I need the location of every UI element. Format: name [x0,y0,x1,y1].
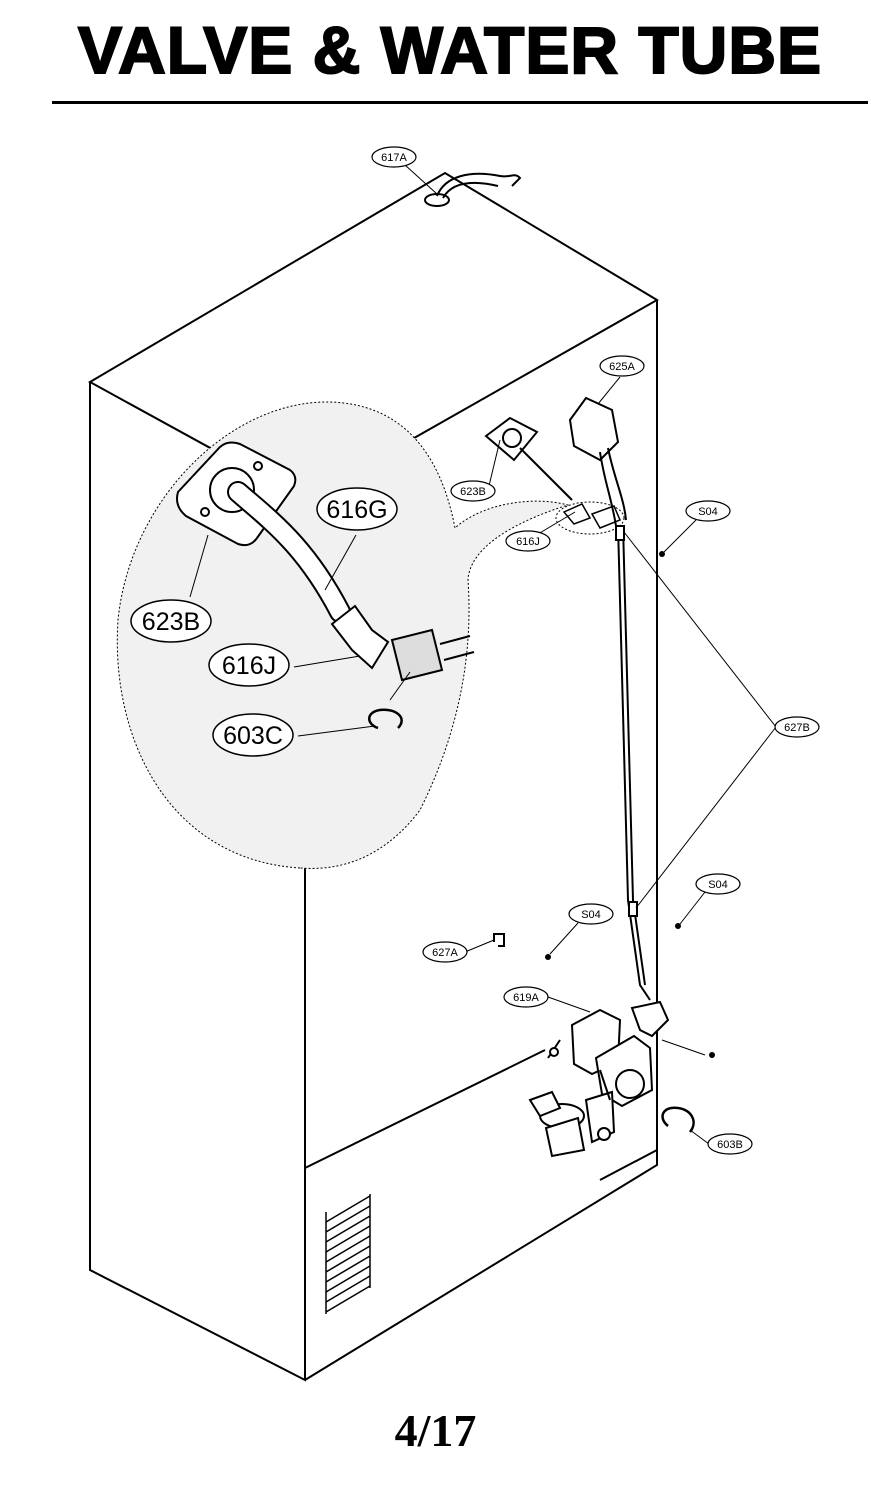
callout-s04-1-label: S04 [698,506,718,518]
callout-623b-small-label: 623B [460,486,486,498]
water-valve-619a [528,1000,670,1158]
tube-617a [424,172,522,207]
callout-619a: 619A [503,986,549,1008]
callout-627a-label: 627A [432,947,458,959]
callout-s04-2: S04 [695,873,741,895]
clip-603c-detail [368,708,403,730]
callout-s04-3: S04 [568,903,614,925]
page-number: 4/17 [394,1405,477,1456]
leader-lines [189,164,777,1145]
water-tube-627b [615,524,651,1001]
filter-625a [568,396,627,527]
vent-grille [325,1194,371,1314]
callout-603b: 603B [707,1133,753,1155]
callout-603b-label: 603B [717,1139,743,1151]
callout-s04-1: S04 [685,500,731,522]
callout-616g-large: 616G [316,487,398,531]
callout-619a-label: 619A [513,992,539,1004]
clip-603b [661,1106,695,1133]
callout-627b: 627B [774,716,820,738]
callout-616g-large-label: 616G [326,496,387,524]
bracket-623b [484,416,573,501]
screw-s04-2 [675,923,681,929]
screw-s04-1 [659,551,665,557]
callout-603c-large: 603C [212,713,294,757]
callout-617a-label: 617A [381,152,407,164]
elbow-616j-detail [330,604,475,682]
callout-s04-2-label: S04 [708,879,728,891]
screw-valve [709,1052,715,1058]
callout-623b-small: 623B [450,480,496,502]
callout-616j-large-label: 616J [222,652,276,680]
callout-s04-3-label: S04 [581,909,601,921]
callout-603c-large-label: 603C [223,722,283,750]
callout-623b-large-label: 623B [142,608,200,636]
callout-616j-small: 616J [505,530,551,552]
callout-616j-large: 616J [208,643,290,687]
callout-627a: 627A [422,941,468,963]
callout-617a: 617A [371,146,417,168]
title-underline [52,101,868,104]
callout-625a: 625A [599,355,645,377]
tube-616g-detail [227,481,351,623]
screw-s04-3 [545,954,551,960]
callout-623b-large: 623B [130,599,212,643]
clamp-627a [493,933,505,947]
callout-627b-label: 627B [784,722,810,734]
callout-616j-small-label: 616J [516,536,540,548]
page-title: VALVE & WATER TUBE [77,12,822,88]
callout-625a-label: 625A [609,361,635,373]
